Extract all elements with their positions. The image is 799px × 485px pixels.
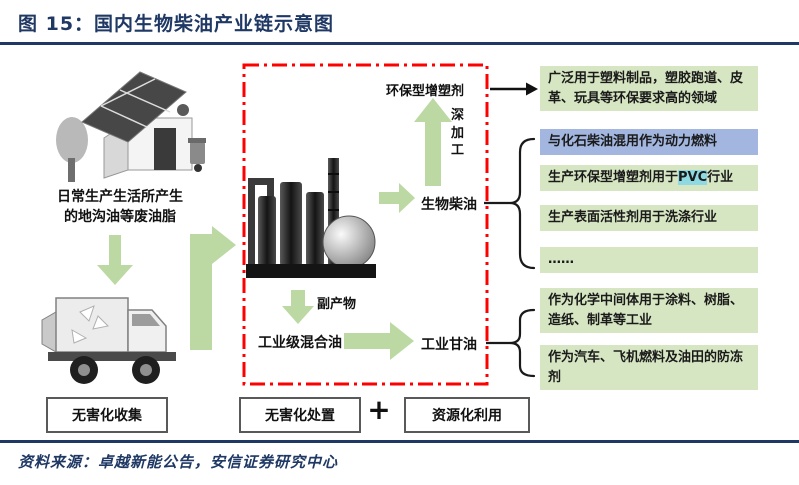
glycerin-use-intermediate-box: 作为化学中间体用于涂料、树脂、造纸、制革等工业 — [540, 288, 758, 333]
plus-sign: + — [367, 393, 391, 426]
big-right-arrow-icon — [344, 322, 414, 360]
glycerin-label: 工业甘油 — [421, 337, 477, 353]
figure-title: 图 15：国内生物柴油产业链示意图 — [18, 13, 335, 35]
garbage-truck-icon — [41, 297, 176, 384]
glycerin-use-antifreeze-box: 作为汽车、飞机燃料及油田的防冻剂 — [540, 345, 758, 390]
biodiesel-brace — [484, 137, 536, 270]
byproduct-label: 副产物 — [317, 297, 357, 312]
down-arrow-icon — [97, 235, 133, 285]
deep-processing-label: 深加工 — [451, 108, 465, 159]
plasticizer-use-box: 广泛用于塑料制品，塑胶跑道、皮革、玩具等环保要求高的领域 — [540, 66, 758, 111]
glycerin-brace — [486, 308, 536, 378]
utilization-box: 资源化利用 — [404, 397, 530, 433]
right-arrow-icon — [379, 183, 415, 213]
waste-oil-caption-line2: 的地沟油等废油脂 — [64, 208, 176, 225]
pvc-use-suffix: 行业 — [707, 170, 734, 185]
mixed-oil-label: 工业级混合油 — [258, 335, 342, 351]
source-divider — [0, 440, 799, 443]
house-icon — [56, 71, 206, 182]
biodiesel-use-surfactant-box: 生产表面活性剂用于洗涤行业 — [540, 205, 758, 231]
refinery-icon — [246, 158, 376, 278]
black-arrow-icon — [490, 82, 538, 96]
plasticizer-label: 环保型增塑剂 — [386, 84, 465, 99]
bent-arrow-icon — [190, 226, 236, 350]
byproduct-down-arrow-icon — [282, 290, 314, 324]
pvc-highlight: PVC — [678, 170, 708, 185]
up-arrow-icon — [414, 98, 452, 186]
biodiesel-label: 生物柴油 — [421, 197, 477, 213]
disposal-box: 无害化处置 — [239, 397, 361, 433]
title-divider — [0, 42, 799, 45]
process-boundary-box — [242, 63, 489, 386]
waste-oil-caption-line1: 日常生产生活所产生 — [57, 189, 183, 205]
source-note: 资料来源：卓越新能公告，安信证券研究中心 — [18, 453, 339, 471]
biodiesel-use-pvc-box: 生产环保型增塑剂用于PVC行业 — [540, 165, 758, 191]
waste-oil-caption: 日常生产生活所产生 的地沟油等废油脂 — [28, 188, 212, 227]
biodiesel-use-fuel-box: 与化石柴油混用作为动力燃料 — [540, 129, 758, 155]
biodiesel-use-more-box: …… — [540, 247, 758, 273]
collection-box: 无害化收集 — [46, 397, 168, 433]
pvc-use-prefix: 生产环保型增塑剂用于 — [548, 170, 679, 185]
